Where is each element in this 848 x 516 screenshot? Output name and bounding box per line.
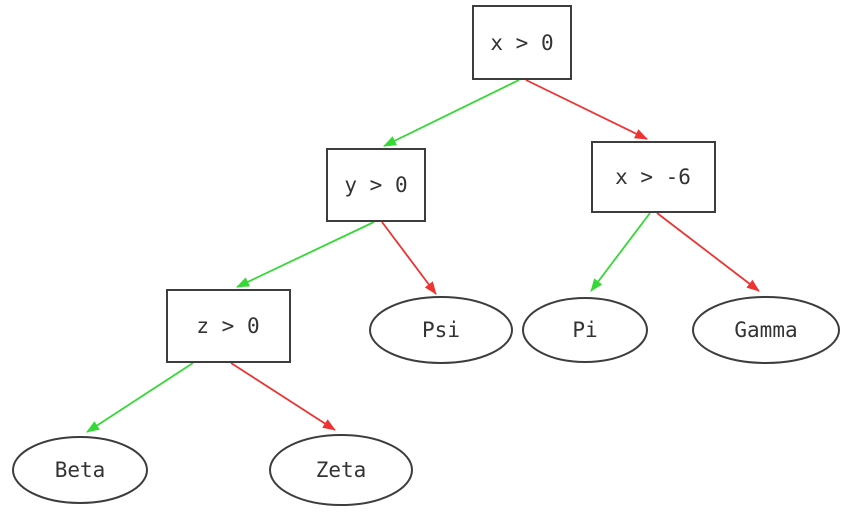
node-root: x > 0 [472,5,572,80]
edge-y-to-z-true [236,221,375,288]
node-x-gt-neg6-box [591,141,716,213]
edge-root-to-xneg6-false [525,79,648,140]
node-z-gt-0-box [166,289,291,363]
leaf-psi-label: Psi [422,318,460,342]
leaf-pi: Pi [522,297,648,363]
node-root-label: x > 0 [490,31,553,55]
leaf-zeta-label: Zeta [316,458,367,482]
node-z-gt-0-label: z > 0 [196,314,259,338]
leaf-gamma: Gamma [692,296,840,364]
leaf-pi-ellipse [522,297,648,363]
node-x-gt-neg6-label: x > -6 [615,165,691,189]
edge-z-to-beta-true [86,362,194,433]
leaf-psi: Psi [369,296,513,364]
node-y-gt-0-label: y > 0 [344,173,407,197]
node-x-gt-neg6: x > -6 [591,141,716,213]
node-y-gt-0-box [326,148,426,222]
leaf-gamma-label: Gamma [734,318,797,342]
edge-y-to-psi-false [381,221,437,295]
node-z-gt-0: z > 0 [166,289,291,363]
leaf-zeta-ellipse [269,434,413,506]
leaf-beta-ellipse [12,436,148,504]
leaf-beta-label: Beta [55,458,106,482]
leaf-gamma-ellipse [692,296,840,364]
edge-xneg6-to-pi-true [590,212,651,292]
leaf-pi-label: Pi [572,318,597,342]
edge-xneg6-to-gamma-false [656,212,760,292]
node-y-gt-0: y > 0 [326,148,426,222]
leaf-zeta: Zeta [269,434,413,506]
edge-root-to-y-true [383,79,520,147]
node-root-box [472,5,572,80]
leaf-beta: Beta [12,436,148,504]
leaf-psi-ellipse [369,296,513,364]
edge-z-to-zeta-false [230,362,336,431]
